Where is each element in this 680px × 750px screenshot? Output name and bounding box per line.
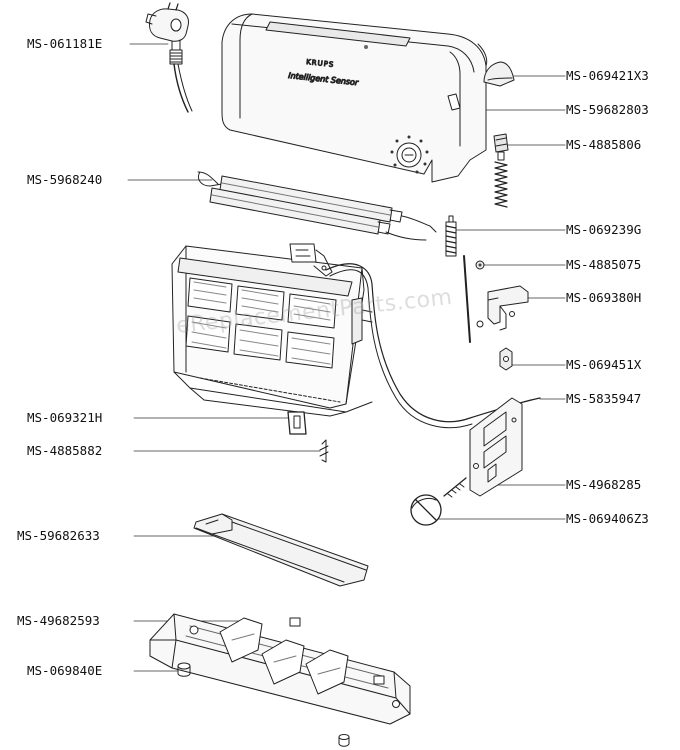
part-label-heating-element[interactable]: MS-5968240 xyxy=(27,172,103,187)
dial-scale xyxy=(391,136,428,173)
part-label-nut[interactable]: MS-4885075 xyxy=(566,257,642,272)
part-label-foot[interactable]: MS-069840E xyxy=(27,663,103,678)
control-knob[interactable] xyxy=(411,495,441,525)
control-board[interactable] xyxy=(470,398,522,496)
part-label-clip[interactable]: MS-069451X xyxy=(566,357,642,372)
leader-lines xyxy=(128,44,565,671)
nut-part[interactable] xyxy=(476,261,484,269)
toaster-frame xyxy=(172,244,372,416)
small-screw[interactable] xyxy=(320,440,328,462)
part-label-board-screw[interactable]: MS-4968285 xyxy=(566,477,642,492)
part-label-bracket[interactable]: MS-069380H xyxy=(566,290,642,305)
small-clip[interactable] xyxy=(288,412,306,434)
button-spring-part[interactable] xyxy=(494,134,508,207)
wiring-cable xyxy=(326,264,540,428)
toaster-base[interactable] xyxy=(150,614,410,724)
part-label-button[interactable]: MS-4885806 xyxy=(566,137,642,152)
rod-spring-assembly[interactable] xyxy=(446,216,470,342)
spring-clip[interactable] xyxy=(500,348,512,370)
part-label-end-cap[interactable]: MS-069421X3 xyxy=(566,68,649,83)
part-label-base[interactable]: MS-49682593 xyxy=(17,613,100,628)
part-label-control-knob[interactable]: MS-069406Z3 xyxy=(566,511,649,526)
part-label-power-cord[interactable]: MS-061181E xyxy=(27,36,103,51)
housing-end-cap[interactable] xyxy=(484,62,514,86)
rubber-foot[interactable] xyxy=(178,663,349,746)
toaster-housing[interactable]: KRUPS Intelligent Sensor xyxy=(222,14,487,182)
brand-logo: KRUPS xyxy=(306,58,335,69)
board-screw[interactable] xyxy=(444,478,466,497)
part-label-crumb-tray[interactable]: MS-59682633 xyxy=(17,528,100,543)
crumb-tray[interactable] xyxy=(194,514,368,586)
part-label-control-board[interactable]: MS-5835947 xyxy=(566,391,642,406)
part-label-rod-spring[interactable]: MS-069239G xyxy=(566,222,642,237)
part-label-housing[interactable]: MS-59682803 xyxy=(566,102,649,117)
power-cord-plug[interactable] xyxy=(146,3,192,112)
lever-bracket[interactable] xyxy=(477,286,528,330)
heating-elements[interactable] xyxy=(198,172,436,240)
part-label-small-screw[interactable]: MS-4885882 xyxy=(27,443,103,458)
part-label-small-clip[interactable]: MS-069321H xyxy=(27,410,103,425)
